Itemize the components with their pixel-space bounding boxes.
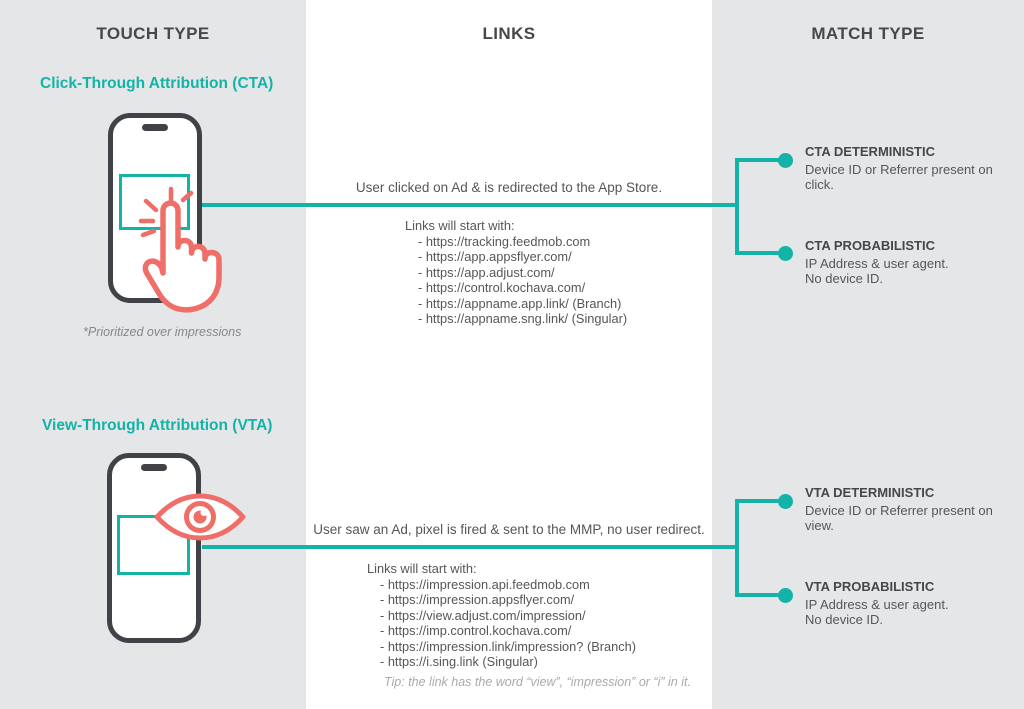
link-item: - https://app.adjust.com/ — [418, 264, 555, 280]
cta-deterministic-desc: Device ID or Referrer present on click. — [805, 161, 993, 193]
vta-connector-line — [202, 545, 737, 549]
vta-probabilistic-title: VTA PROBABILISTIC — [805, 579, 935, 594]
phone-notch — [141, 464, 167, 471]
vta-deterministic-block: VTA DETERMINISTIC Device ID or Referrer … — [805, 485, 1024, 534]
cta-links-list: - https://tracking.feedmob.com - https:/… — [418, 234, 627, 327]
vta-description: User saw an Ad, pixel is fired & sent to… — [313, 522, 705, 537]
vta-section-heading: View-Through Attribution (VTA) — [42, 417, 273, 434]
links-header: LINKS — [482, 24, 536, 43]
cta-probabilistic-desc: IP Address & user agent. — [805, 255, 949, 271]
cta-ad-square-icon — [119, 174, 190, 230]
vta-deterministic-title: VTA DETERMINISTIC — [805, 485, 935, 500]
cta-deterministic-dot — [778, 153, 793, 168]
link-item: - https://appname.sng.link/ (Singular) — [418, 311, 628, 326]
link-item: - https://impression.link/impression? (B… — [380, 638, 637, 654]
cta-links-intro: Links will start with: — [405, 218, 515, 233]
cta-footnote: *Prioritized over impressions — [83, 325, 242, 339]
vta-ad-square-icon — [117, 515, 190, 575]
vta-branch-bottom-stub — [735, 593, 781, 597]
vta-phone-icon — [107, 453, 201, 643]
cta-description: User clicked on Ad & is redirected to th… — [355, 180, 663, 195]
match-type-header: MATCH TYPE — [811, 24, 925, 43]
vta-branch-top-stub — [735, 499, 781, 503]
link-item: - https://appname.app.link/ (Branch) — [418, 295, 622, 311]
vta-links-list: - https://impression.api.feedmob.com - h… — [380, 577, 636, 670]
cta-branch-bottom-stub — [735, 251, 781, 255]
link-item: - https://imp.control.kochava.com/ — [380, 623, 572, 638]
link-item: - https://impression.api.feedmob.com — [380, 576, 590, 592]
vta-links-intro: Links will start with: — [367, 561, 477, 576]
vta-links-block: Links will start with: - https://impress… — [367, 561, 636, 670]
match-type-column-panel — [712, 0, 1024, 709]
vta-probabilistic-block: VTA PROBABILISTIC IP Address & user agen… — [805, 579, 949, 628]
cta-probabilistic-block: CTA PROBABILISTIC IP Address & user agen… — [805, 238, 949, 287]
cta-deterministic-block: CTA DETERMINISTIC Device ID or Referrer … — [805, 144, 1024, 193]
link-item: - https://control.kochava.com/ — [418, 280, 586, 295]
vta-tip: Tip: the link has the word “view”, “impr… — [384, 675, 691, 689]
cta-branch-vertical-line — [735, 158, 739, 255]
cta-connector-line — [200, 203, 737, 207]
cta-probabilistic-desc: No device ID. — [805, 271, 884, 286]
link-item: - https://impression.appsflyer.com/ — [380, 592, 575, 607]
vta-deterministic-dot — [778, 494, 793, 509]
cta-branch-top-stub — [735, 158, 781, 162]
touch-type-header: TOUCH TYPE — [96, 24, 210, 43]
vta-probabilistic-desc: IP Address & user agent. — [805, 596, 949, 612]
cta-deterministic-title: CTA DETERMINISTIC — [805, 144, 935, 159]
cta-probabilistic-title: CTA PROBABILISTIC — [805, 238, 935, 253]
link-item: - https://app.appsflyer.com/ — [418, 249, 572, 264]
tap-hand-icon — [138, 186, 222, 313]
eye-icon — [154, 493, 246, 541]
cta-links-block: Links will start with: - https://trackin… — [405, 218, 627, 327]
link-item: - https://i.sing.link (Singular) — [380, 654, 538, 669]
cta-section-heading: Click-Through Attribution (CTA) — [40, 75, 274, 92]
vta-probabilistic-dot — [778, 588, 793, 603]
vta-probabilistic-desc: No device ID. — [805, 612, 884, 627]
phone-notch — [142, 124, 168, 131]
link-item: - https://tracking.feedmob.com — [418, 233, 591, 249]
vta-branch-vertical-line — [735, 499, 739, 597]
link-item: - https://view.adjust.com/impression/ — [380, 607, 586, 623]
cta-probabilistic-dot — [778, 246, 793, 261]
vta-deterministic-desc: Device ID or Referrer present on view. — [805, 502, 993, 534]
